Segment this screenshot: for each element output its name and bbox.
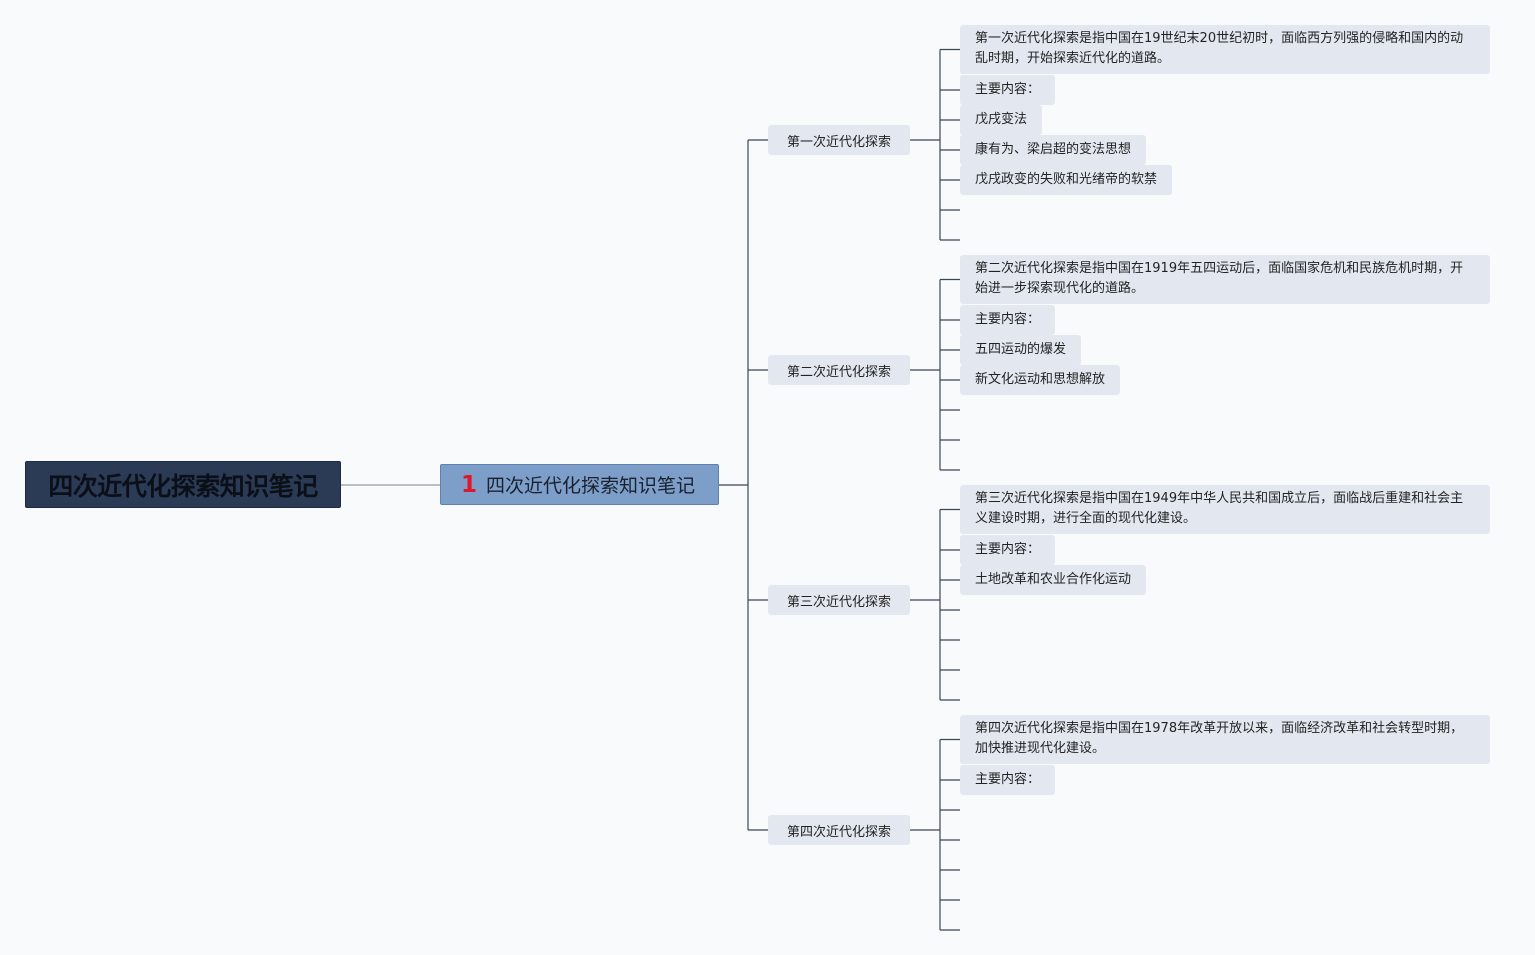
branch-node-4[interactable]: 第四次近代化探索 <box>768 815 910 845</box>
leaf-text: 第二次近代化探索是指中国在1919年五四运动后，面临国家危机和民族危机时期，开始… <box>975 261 1464 296</box>
leaf-item[interactable]: 戊戌政变的失败和光绪帝的软禁 <box>960 165 1173 195</box>
leaf-text: 五四运动的爆发 <box>975 342 1067 357</box>
branch-node-label: 第四次近代化探索 <box>786 824 891 840</box>
leaf-item[interactable]: 主要内容： <box>960 535 1056 565</box>
leaf-text: 主要内容： <box>975 82 1041 97</box>
branch-node-2[interactable]: 第二次近代化探索 <box>768 355 910 385</box>
leaf-text: 戊戌政变的失败和光绪帝的软禁 <box>975 172 1158 187</box>
leaf-text: 主要内容： <box>975 772 1041 787</box>
leaf-description[interactable]: 第三次近代化探索是指中国在1949年中华人民共和国成立后，面临战后重建和社会主义… <box>960 485 1490 534</box>
root-topic[interactable]: 四次近代化探索知识笔记 <box>25 461 341 508</box>
leaf-description[interactable]: 第二次近代化探索是指中国在1919年五四运动后，面临国家危机和民族危机时期，开始… <box>960 255 1490 304</box>
leaf-description[interactable]: 第四次近代化探索是指中国在1978年改革开放以来，面临经济改革和社会转型时期，加… <box>960 715 1490 764</box>
branch-node-3[interactable]: 第三次近代化探索 <box>768 585 910 615</box>
leaf-description[interactable]: 第一次近代化探索是指中国在19世纪末20世纪初时，面临西方列强的侵略和国内的动乱… <box>960 25 1490 74</box>
root-topic-label: 四次近代化探索知识笔记 <box>48 471 318 501</box>
leaf-text: 新文化运动和思想解放 <box>975 372 1106 387</box>
leaf-item[interactable]: 五四运动的爆发 <box>960 335 1082 365</box>
leaf-text: 土地改革和农业合作化运动 <box>975 572 1132 587</box>
leaf-text: 第四次近代化探索是指中国在1978年改革开放以来，面临经济改革和社会转型时期，加… <box>975 721 1464 756</box>
branch-node-1[interactable]: 第一次近代化探索 <box>768 125 910 155</box>
leaf-item[interactable]: 康有为、梁启超的变法思想 <box>960 135 1147 165</box>
central-topic-label: 四次近代化探索知识笔记 <box>486 475 696 497</box>
leaf-item[interactable]: 主要内容： <box>960 75 1056 105</box>
leaf-item[interactable]: 戊戌变法 <box>960 105 1043 135</box>
leaf-item[interactable]: 主要内容： <box>960 305 1056 335</box>
branch-node-label: 第三次近代化探索 <box>786 594 891 610</box>
leaf-text: 第一次近代化探索是指中国在19世纪末20世纪初时，面临西方列强的侵略和国内的动乱… <box>975 31 1464 66</box>
leaf-item[interactable]: 主要内容： <box>960 765 1056 795</box>
leaf-item[interactable]: 新文化运动和思想解放 <box>960 365 1121 395</box>
central-topic[interactable]: 1 四次近代化探索知识笔记 <box>440 464 719 505</box>
branch-node-label: 第二次近代化探索 <box>786 364 891 380</box>
leaf-item[interactable]: 土地改革和农业合作化运动 <box>960 565 1147 595</box>
leaf-text: 戊戌变法 <box>975 112 1028 127</box>
leaf-text: 主要内容： <box>975 542 1041 557</box>
central-topic-number: 1 <box>461 471 478 498</box>
leaf-text: 第三次近代化探索是指中国在1949年中华人民共和国成立后，面临战后重建和社会主义… <box>975 491 1464 526</box>
leaf-text: 主要内容： <box>975 312 1041 327</box>
branch-node-label: 第一次近代化探索 <box>786 134 891 150</box>
leaf-text: 康有为、梁启超的变法思想 <box>975 142 1132 157</box>
